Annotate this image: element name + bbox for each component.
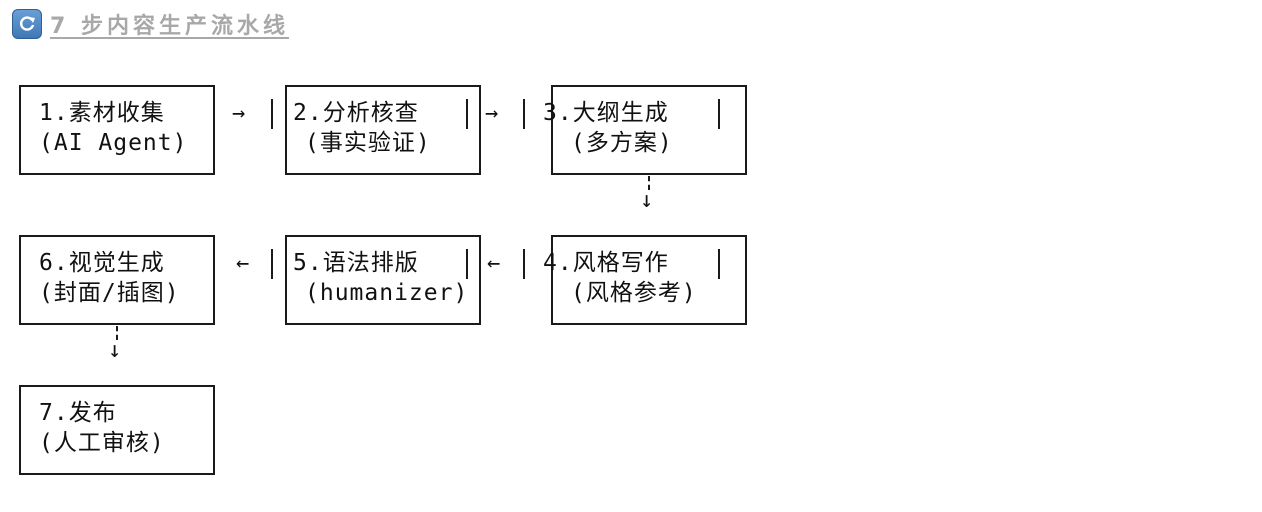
step-3-subtitle: (多方案) xyxy=(571,130,673,156)
step-1-title: 1.素材收集 xyxy=(39,100,165,126)
connector-bar xyxy=(523,99,525,129)
step-6-subtitle: (封面/插图) xyxy=(39,280,180,306)
arrow-left-5-6: ← xyxy=(236,251,250,276)
step-5-title: 5.语法排版 xyxy=(293,250,419,276)
arrow-down-6-7: ↓ xyxy=(108,338,122,363)
connector-bar xyxy=(718,249,720,279)
step-2-title: 2.分析核查 xyxy=(293,100,419,126)
step-5-box: 5.语法排版 (humanizer) xyxy=(285,235,481,325)
step-2-subtitle: (事实验证) xyxy=(305,130,431,156)
step-7-subtitle: (人工审核) xyxy=(39,430,165,456)
step-3-title: 3.大纲生成 xyxy=(543,100,669,126)
step-6-box: 6.视觉生成 (封面/插图) xyxy=(19,235,215,325)
step-7-box: 7.发布 (人工审核) xyxy=(19,385,215,475)
connector-bar xyxy=(466,99,468,129)
connector-bar xyxy=(523,249,525,279)
connector-dashed xyxy=(116,326,118,340)
arrow-down-3-4: ↓ xyxy=(640,188,654,213)
step-5-subtitle: (humanizer) xyxy=(305,280,469,306)
step-2-box: 2.分析核查 (事实验证) xyxy=(285,85,481,175)
refresh-icon xyxy=(12,9,42,39)
step-4-subtitle: (风格参考) xyxy=(571,280,697,306)
step-7-title: 7.发布 xyxy=(39,400,117,426)
connector-bar xyxy=(271,99,273,129)
diagram-title: 7 步内容生产流水线 xyxy=(12,8,289,40)
step-4-title: 4.风格写作 xyxy=(543,250,669,276)
connector-bar xyxy=(718,99,720,129)
connector-dashed xyxy=(648,176,650,190)
connector-bar xyxy=(271,249,273,279)
step-6-title: 6.视觉生成 xyxy=(39,250,165,276)
arrow-right-1-2: → xyxy=(232,101,246,126)
step-3-box: 3.大纲生成 (多方案) xyxy=(543,85,747,175)
step-4-box: 4.风格写作 (风格参考) xyxy=(543,235,747,325)
arrow-left-4-5: ← xyxy=(487,251,501,276)
step-1-subtitle: (AI Agent) xyxy=(39,130,188,156)
connector-bar xyxy=(466,249,468,279)
arrow-right-2-3: → xyxy=(485,101,499,126)
title-text: 7 步内容生产流水线 xyxy=(50,14,289,39)
step-1-box: 1.素材收集 (AI Agent) xyxy=(19,85,215,175)
